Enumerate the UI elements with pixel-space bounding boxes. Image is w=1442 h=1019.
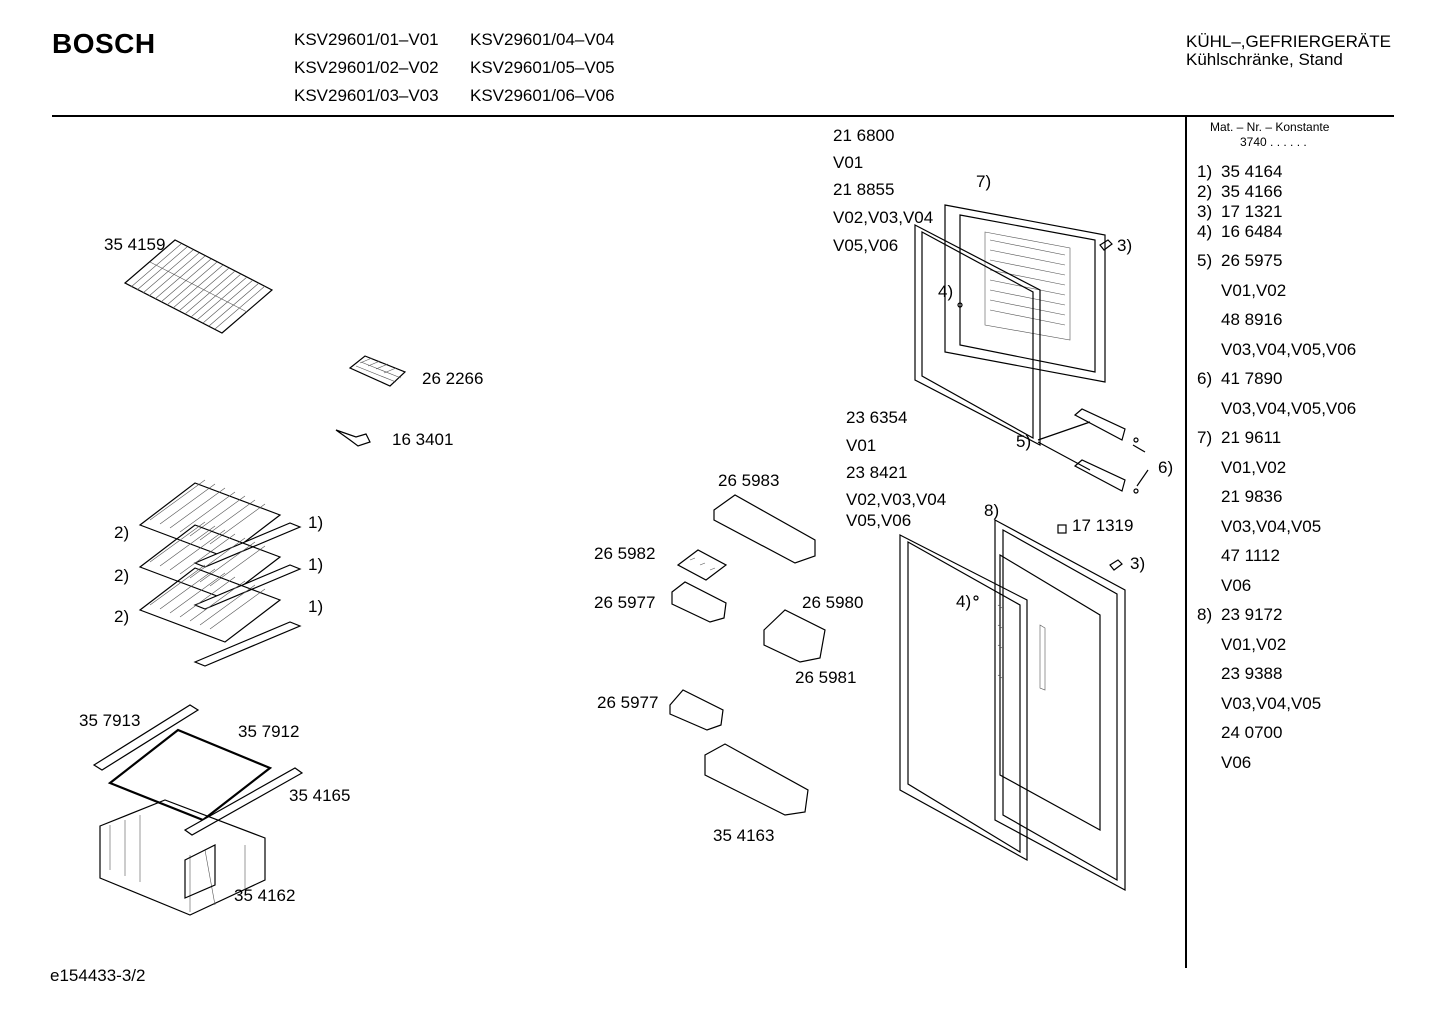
- fridge-door-illustration: [899, 518, 1126, 892]
- part-label: 26 5982: [594, 544, 656, 563]
- model-number: KSV29601/01–V01: [294, 30, 439, 49]
- parts-list-item: 41 7890: [1221, 369, 1283, 388]
- parts-list-item: 47 1112: [1221, 546, 1280, 565]
- part-label: 35 7912: [238, 722, 300, 741]
- part-label: 35 7913: [79, 711, 141, 730]
- part-label: 35 4163: [713, 826, 775, 845]
- wire-shelf-illustration: [123, 239, 274, 334]
- model-number: KSV29601/03–V03: [294, 86, 439, 105]
- parts-list-item: 16 6484: [1221, 222, 1283, 241]
- sidebar-divider: [1185, 116, 1187, 968]
- variant-label: V05,V06: [833, 236, 899, 255]
- parts-list-item: V03,V04,V05,V06: [1221, 340, 1357, 359]
- model-number: KSV29601/04–V04: [470, 30, 615, 49]
- crisper-illustration: [92, 704, 304, 916]
- callout-label: 7): [976, 172, 992, 191]
- parts-list-item: V03,V04,V05,V06: [1221, 399, 1357, 418]
- parts-list-item: 35 4166: [1221, 182, 1283, 201]
- parts-list-item: V01,V02: [1221, 281, 1287, 300]
- glass-shelf-illustration: [138, 479, 302, 667]
- parts-list-index: 2): [1197, 182, 1213, 201]
- part-label: 16 3401: [392, 430, 454, 449]
- door-handle-illustration: [1037, 408, 1149, 494]
- sidebar-heading: Mat. – Nr. – Konstante: [1210, 120, 1330, 134]
- parts-list-item: 17 1321: [1221, 202, 1283, 221]
- callout-label: 1): [308, 513, 324, 532]
- part-label: 23 8421: [846, 463, 908, 482]
- parts-list-item: 26 5975: [1221, 251, 1283, 270]
- parts-list-item: V06: [1221, 753, 1252, 772]
- parts-list-item: V03,V04,V05: [1221, 517, 1322, 536]
- part-label: 17 1319: [1072, 516, 1134, 535]
- parts-list-index: 5): [1197, 251, 1213, 270]
- callout-label: 1): [308, 555, 324, 574]
- parts-list-item: 35 4164: [1221, 162, 1283, 181]
- sidebar-constant: 3740 . . . . . .: [1240, 135, 1307, 149]
- parts-list-item: 21 9836: [1221, 487, 1283, 506]
- callout-label: 3): [1117, 236, 1133, 255]
- variant-label: V05,V06: [846, 511, 912, 530]
- category-title: KÜHL–,GEFRIERGERÄTE: [1186, 32, 1391, 51]
- callout-label: 5): [1016, 432, 1032, 451]
- parts-list-item: 23 9172: [1221, 605, 1283, 624]
- parts-list-index: 7): [1197, 428, 1213, 447]
- part-label: 26 5977: [594, 593, 656, 612]
- callout-label: 6): [1158, 458, 1174, 477]
- part-label: 26 5980: [802, 593, 864, 612]
- part-label: 26 2266: [422, 369, 484, 388]
- callout-label: 2): [114, 607, 130, 626]
- part-label: 35 4162: [234, 886, 296, 905]
- door-bins-illustration: [669, 494, 826, 816]
- ice-tray-illustration: [348, 355, 407, 387]
- parts-list-item: V01,V02: [1221, 635, 1287, 654]
- part-label: 26 5981: [795, 668, 857, 687]
- parts-list-item: 21 9611: [1221, 428, 1282, 447]
- callout-label: 2): [114, 523, 130, 542]
- parts-list-index: 6): [1197, 369, 1213, 388]
- part-label: 26 5977: [597, 693, 659, 712]
- parts-list-index: 4): [1197, 222, 1213, 241]
- scraper-illustration: [335, 429, 371, 447]
- variant-label: V01: [833, 153, 864, 172]
- header-divider: [52, 115, 1394, 117]
- callout-label: 2): [114, 566, 130, 585]
- part-label: 23 6354: [846, 408, 908, 427]
- parts-list-index: 1): [1197, 162, 1213, 181]
- callout-label: 8): [984, 501, 1000, 520]
- model-number: KSV29601/05–V05: [470, 58, 615, 77]
- part-label: 21 6800: [833, 126, 895, 145]
- variant-label: V02,V03,V04: [833, 208, 934, 227]
- part-label: 35 4159: [104, 235, 166, 254]
- parts-list-index: 8): [1197, 605, 1213, 624]
- clip-icon: [957, 239, 1123, 601]
- callout-label: 3): [1130, 554, 1146, 573]
- drawing-code: e154433-3/2: [50, 966, 146, 985]
- freezer-door-illustration: [914, 204, 1106, 446]
- variant-label: V02,V03,V04: [846, 490, 947, 509]
- callout-label: 4): [956, 592, 972, 611]
- parts-list-item: 24 0700: [1221, 723, 1283, 742]
- parts-list-item: V03,V04,V05: [1221, 694, 1322, 713]
- part-label: 21 8855: [833, 180, 895, 199]
- parts-list-index: 3): [1197, 202, 1213, 221]
- callout-label: 1): [308, 597, 324, 616]
- parts-list-item: 23 9388: [1221, 664, 1283, 683]
- model-number: KSV29601/02–V02: [294, 58, 439, 77]
- variant-label: V01: [846, 436, 877, 455]
- callout-label: 4): [938, 282, 954, 301]
- parts-list-item: V06: [1221, 576, 1252, 595]
- part-label: 26 5983: [718, 471, 780, 490]
- part-label: 35 4165: [289, 786, 351, 805]
- parts-list-item: V01,V02: [1221, 458, 1287, 477]
- brand-logo: BOSCH: [52, 28, 156, 59]
- category-subtitle: Kühlschränke, Stand: [1186, 50, 1343, 69]
- parts-list-item: 48 8916: [1221, 310, 1283, 329]
- model-number: KSV29601/06–V06: [470, 86, 615, 105]
